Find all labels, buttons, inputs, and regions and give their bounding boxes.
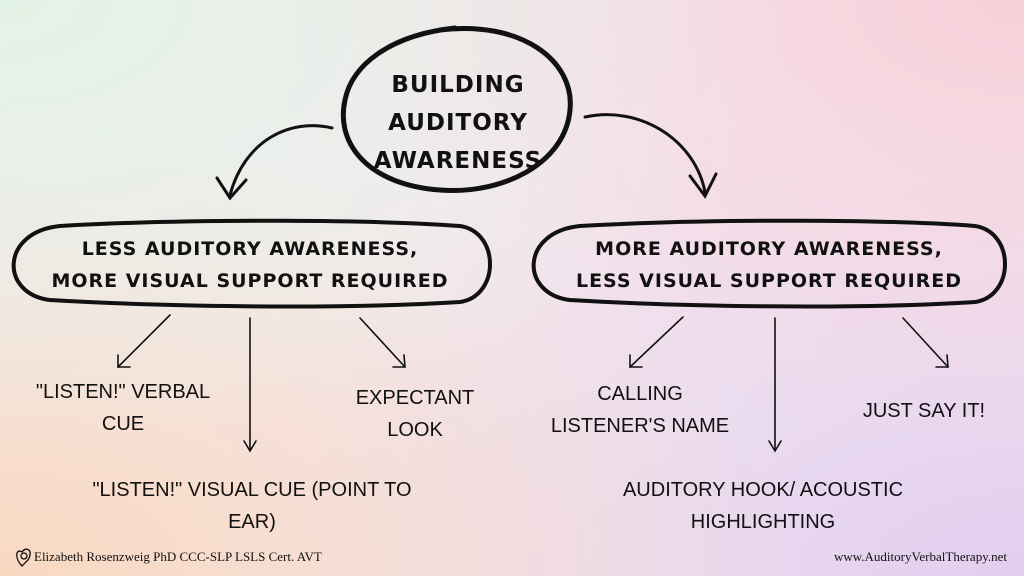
title-ellipse	[340, 25, 573, 194]
right-category-line: LESS VISUAL SUPPORT REQUIRED	[575, 270, 963, 292]
strategy-calling-name: CALLING LISTENER'S NAME	[540, 378, 740, 442]
right-pill	[531, 218, 1007, 309]
strategy-line: CUE	[101, 413, 145, 435]
strategy-line: EAR)	[228, 511, 276, 533]
left-category-line: MORE VISUAL SUPPORT REQUIRED	[51, 270, 449, 292]
strategy-line: HIGHLIGHTING	[690, 511, 836, 533]
strategy-line: JUST SAY IT!	[862, 400, 986, 422]
strategy-just-say-it: JUST SAY IT!	[844, 395, 1004, 427]
strategy-line: "LISTEN!" VISUAL CUE (POINT TO	[92, 479, 412, 501]
arrow-right-head	[688, 172, 718, 199]
right-category-line: MORE AUDITORY AWARENESS,	[595, 238, 943, 260]
left-category-line: LESS AUDITORY AWARENESS,	[81, 238, 419, 260]
strategy-expectant-look: EXPECTANT LOOK	[325, 382, 505, 446]
strategy-line: LOOK	[387, 419, 443, 441]
left-category: LESS AUDITORY AWARENESS, MORE VISUAL SUP…	[10, 233, 490, 297]
footer-website: www.AuditoryVerbalTherapy.net	[833, 549, 1007, 564]
logo-icon	[16, 548, 31, 567]
strategy-auditory-hook: AUDITORY HOOK/ ACOUSTIC HIGHLIGHTING	[583, 474, 943, 538]
right-category: MORE AUDITORY AWARENESS, LESS VISUAL SUP…	[530, 233, 1008, 297]
title-line: AWARENESS	[373, 148, 543, 174]
left-pill	[11, 218, 492, 309]
strategy-line: LISTENER'S NAME	[550, 415, 730, 437]
title: BUILDING AUDITORY AWARENESS	[358, 66, 558, 180]
arrow-left-head	[215, 176, 248, 201]
strategy-listen-verbal: "LISTEN!" VERBAL CUE	[23, 376, 223, 440]
strategy-line: EXPECTANT	[355, 387, 475, 409]
footer-author: Elizabeth Rosenzweig PhD CCC-SLP LSLS Ce…	[34, 549, 322, 564]
arrow-right-curve	[583, 113, 707, 194]
title-line: BUILDING	[391, 72, 525, 98]
strategy-line: CALLING	[597, 383, 683, 405]
title-line: AUDITORY	[388, 110, 528, 136]
strategy-line: "LISTEN!" VERBAL	[35, 381, 211, 403]
strategy-listen-visual: "LISTEN!" VISUAL CUE (POINT TO EAR)	[52, 474, 452, 538]
arrow-left-curve	[228, 124, 334, 197]
strategy-line: AUDITORY HOOK/ ACOUSTIC	[622, 479, 904, 501]
